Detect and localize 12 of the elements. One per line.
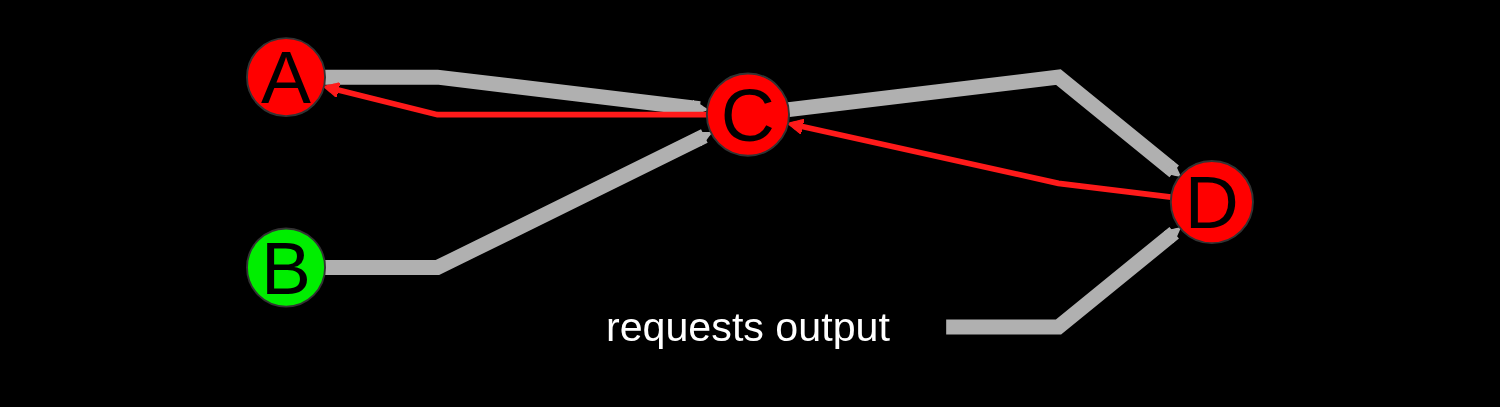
node-circle [246, 227, 326, 308]
node-circle [1169, 160, 1254, 245]
arrow [787, 69, 1181, 178]
flow-diagram: A B C D requests output [232, 6, 1268, 401]
arrow [325, 129, 712, 276]
node-circle [246, 37, 326, 118]
node-circle [705, 72, 790, 157]
arrow [325, 69, 708, 117]
arrow [787, 118, 1172, 200]
node-text: requests output [605, 303, 890, 351]
arrow [946, 226, 1181, 335]
arrow [323, 82, 707, 118]
